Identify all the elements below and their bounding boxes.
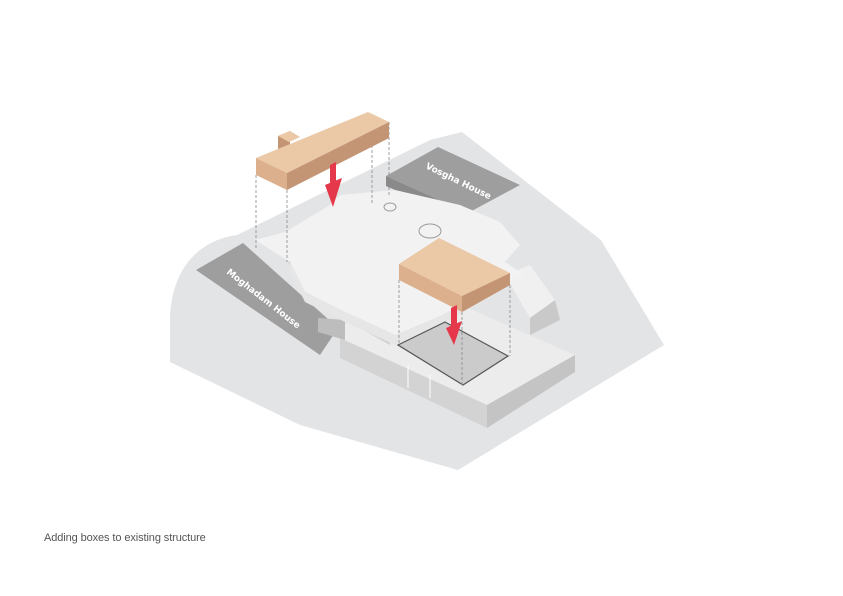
new-box-lower	[399, 238, 510, 312]
diagram-caption: Adding boxes to existing structure	[44, 532, 206, 544]
arrow-down-icon-lower	[446, 305, 462, 345]
east-annex	[505, 265, 560, 335]
new-box-upper	[256, 112, 389, 190]
vosgha-house: Vosgha House	[386, 147, 520, 222]
courtyard-footprint	[396, 321, 510, 386]
arrow-down-icon-upper	[325, 162, 342, 207]
